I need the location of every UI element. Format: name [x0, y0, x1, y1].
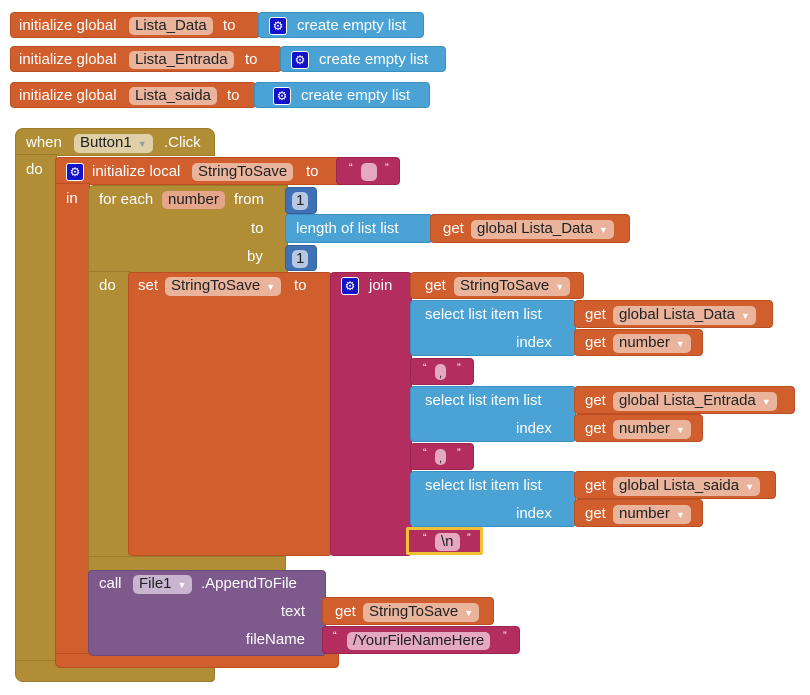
- get-stringtosave[interactable]: get StringToSave▼: [410, 272, 584, 299]
- number-block-by[interactable]: 1: [285, 245, 317, 271]
- get-number[interactable]: get number▼: [574, 414, 703, 442]
- number-block-from[interactable]: 1: [285, 187, 317, 214]
- select-list-item-block[interactable]: select list item list index: [410, 471, 576, 527]
- variable-dropdown[interactable]: number▼: [613, 334, 691, 353]
- create-empty-list-block[interactable]: ⚙ create empty list: [254, 82, 430, 108]
- variable-dropdown[interactable]: global Lista_Data▼: [613, 306, 756, 325]
- mutator-gear-icon[interactable]: ⚙: [273, 87, 291, 105]
- text-value-field[interactable]: [361, 163, 377, 181]
- create-empty-list-block[interactable]: ⚙ create empty list: [280, 46, 446, 72]
- mutator-gear-icon[interactable]: ⚙: [269, 17, 287, 35]
- local-name-field[interactable]: StringToSave: [192, 163, 294, 181]
- mutator-gear-icon[interactable]: ⚙: [291, 51, 309, 69]
- global-lista-saida-block[interactable]: initialize global Lista_saida to: [10, 82, 256, 108]
- mutator-gear-icon[interactable]: ⚙: [341, 277, 359, 295]
- variable-dropdown[interactable]: global Lista_Data▼: [471, 220, 614, 239]
- set-variable-block[interactable]: set StringToSave▼ to: [128, 272, 332, 556]
- join-block[interactable]: ⚙ join: [330, 272, 412, 556]
- variable-dropdown[interactable]: StringToSave▼: [454, 277, 571, 296]
- initialize-local-block[interactable]: ⚙ initialize local StringToSave to: [55, 157, 347, 185]
- variable-dropdown[interactable]: global Lista_saida▼: [613, 477, 761, 496]
- for-each-block[interactable]: for each number from to by: [88, 185, 288, 273]
- variable-dropdown[interactable]: number▼: [613, 420, 691, 439]
- get-global-lista-data[interactable]: get global Lista_Data▼: [430, 214, 630, 243]
- select-list-item-block[interactable]: select list item list index: [410, 300, 576, 356]
- length-of-list-block[interactable]: length of list list: [285, 214, 433, 243]
- get-number[interactable]: get number▼: [574, 499, 703, 527]
- loop-do-column: do: [88, 271, 130, 561]
- call-file-append-block[interactable]: call File1▼ .AppendToFile text fileName: [88, 570, 326, 656]
- variable-dropdown[interactable]: global Lista_Entrada▼: [613, 392, 777, 411]
- text-value-field[interactable]: /YourFileNameHere: [347, 632, 491, 650]
- get-global-list[interactable]: get global Lista_saida▼: [574, 471, 776, 499]
- when-button-click-block[interactable]: when Button1▼ .Click: [15, 128, 215, 156]
- variable-dropdown[interactable]: StringToSave▼: [165, 277, 282, 296]
- mutator-gear-icon[interactable]: ⚙: [66, 163, 84, 181]
- get-stringtosave[interactable]: get StringToSave▼: [322, 597, 494, 625]
- global-name-field[interactable]: Lista_Data: [129, 17, 213, 35]
- newline-text-block-selected[interactable]: “ \n ”: [406, 527, 483, 555]
- get-global-list[interactable]: get global Lista_Data▼: [574, 300, 773, 328]
- global-name-field[interactable]: Lista_Entrada: [129, 51, 234, 69]
- global-name-field[interactable]: Lista_saida: [129, 87, 217, 105]
- global-lista-data-block[interactable]: initialize global Lista_Data to: [10, 12, 260, 38]
- local-in-column: in: [55, 183, 90, 663]
- filename-text-block[interactable]: “ /YourFileNameHere ”: [322, 626, 520, 654]
- component-dropdown[interactable]: File1▼: [133, 575, 193, 594]
- component-dropdown[interactable]: Button1▼: [74, 134, 153, 153]
- create-empty-list-block[interactable]: ⚙ create empty list: [258, 12, 424, 38]
- global-lista-entrada-block[interactable]: initialize global Lista_Entrada to: [10, 46, 282, 72]
- get-number[interactable]: get number▼: [574, 329, 703, 356]
- loop-var-field[interactable]: number: [162, 191, 225, 209]
- variable-dropdown[interactable]: StringToSave▼: [363, 603, 480, 622]
- event-do-column: do: [15, 154, 57, 664]
- empty-text-block[interactable]: “ ”: [336, 157, 400, 185]
- comma-text-block[interactable]: “ , ”: [410, 358, 474, 385]
- get-global-list[interactable]: get global Lista_Entrada▼: [574, 386, 795, 414]
- variable-dropdown[interactable]: number▼: [613, 505, 691, 524]
- comma-text-block[interactable]: “ , ”: [410, 443, 474, 470]
- select-list-item-block[interactable]: select list item list index: [410, 386, 576, 442]
